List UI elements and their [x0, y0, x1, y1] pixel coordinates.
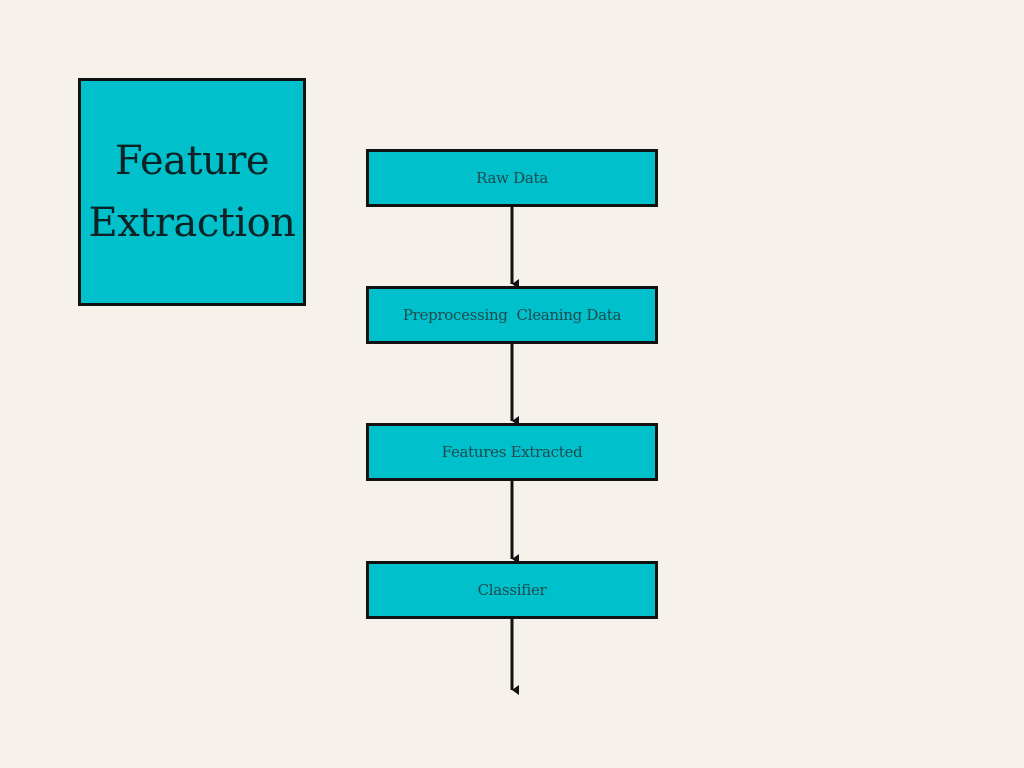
- step-label: Features Extracted: [441, 443, 583, 461]
- step-label: Preprocessing Cleaning Data: [402, 306, 622, 324]
- step-label: Raw Data: [476, 169, 548, 187]
- title-box: Feature Extraction: [78, 78, 306, 306]
- title-line-2: Extraction: [88, 200, 296, 246]
- diagram-title: Feature Extraction: [89, 130, 296, 254]
- step-features-extracted: Features Extracted: [366, 423, 658, 481]
- step-label: Classifier: [477, 581, 547, 599]
- step-classifier: Classifier: [366, 561, 658, 619]
- step-preprocessing: Preprocessing Cleaning Data: [366, 286, 658, 344]
- title-line-1: Feature: [114, 138, 270, 184]
- step-raw-data: Raw Data: [366, 149, 658, 207]
